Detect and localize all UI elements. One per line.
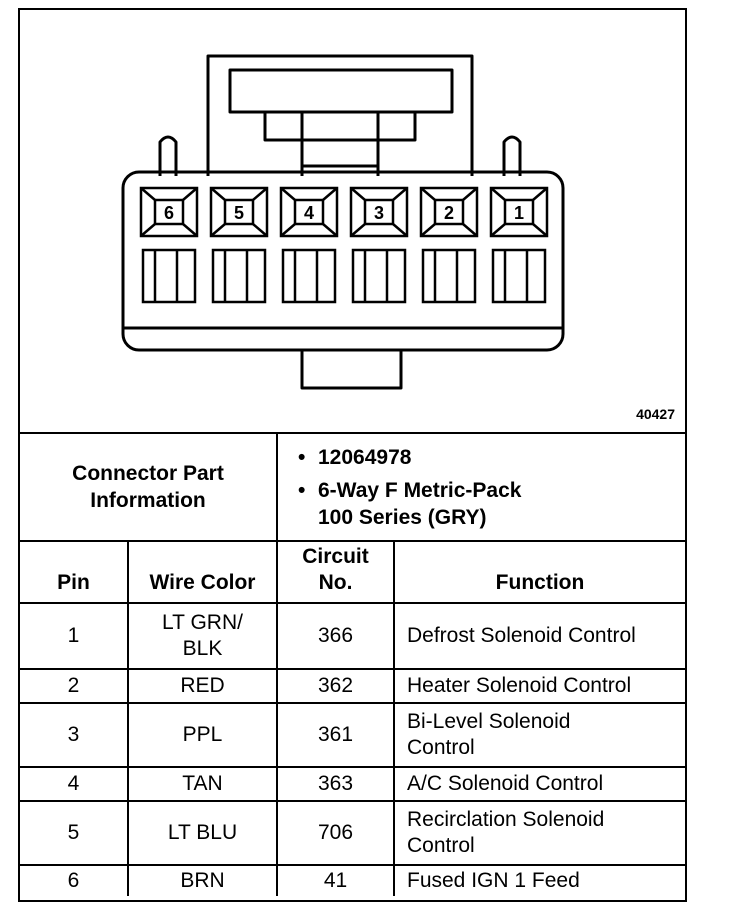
pin-function: Heater Solenoid Control <box>393 668 685 704</box>
function-line1: A/C Solenoid Control <box>407 772 604 795</box>
function-line1: Defrost Solenoid Control <box>407 624 636 647</box>
terminal-slot <box>281 248 337 304</box>
function-line1: Fused IGN 1 Feed <box>407 869 580 892</box>
pin-number: 2 <box>20 668 129 704</box>
circuit-number: 362 <box>276 668 395 704</box>
table-row: 2 RED 362 Heater Solenoid Control <box>20 668 685 704</box>
latch-tab-left <box>263 112 304 176</box>
wire-color-line1: RED <box>180 674 225 697</box>
wire-color: BRN <box>127 864 278 896</box>
wire-color-line1: BRN <box>180 869 225 892</box>
description-line2: 100 Series (GRY) <box>318 505 487 529</box>
pin-number: 3 <box>20 702 129 768</box>
function-line1: Recirclation Solenoid <box>407 808 605 831</box>
header-pin: Pin <box>20 540 129 604</box>
terminal-slot <box>421 248 477 304</box>
circuit-number: 361 <box>276 702 395 768</box>
wire-color: PPL <box>127 702 278 768</box>
wire-color-line1: TAN <box>182 772 223 795</box>
pin-function: A/C Solenoid Control <box>393 766 685 802</box>
pin-cavity <box>349 186 409 238</box>
description-line1: 6-Way F Metric-Pack <box>318 478 522 502</box>
pin-label: 1 <box>514 203 524 223</box>
table-row: 6 BRN 41 Fused IGN 1 Feed <box>20 864 685 896</box>
wire-color: RED <box>127 668 278 704</box>
connector-body <box>121 170 565 352</box>
wire-color: TAN <box>127 766 278 802</box>
pin-cavity <box>419 186 479 238</box>
connector-table: Connector Part Information 12064978 6-Wa… <box>20 432 685 896</box>
connector-part-details: 12064978 6-Way F Metric-Pack 100 Series … <box>276 432 685 542</box>
pin-number: 4 <box>20 766 129 802</box>
function-line1: Bi-Level Solenoid <box>407 710 571 733</box>
wire-color-line1: PPL <box>182 723 223 746</box>
pin-function: Fused IGN 1 Feed <box>393 864 685 896</box>
post-right <box>502 135 522 176</box>
pin-cavity <box>279 186 339 238</box>
latch-inner <box>228 68 454 114</box>
pin-label: 4 <box>304 203 314 223</box>
latch-tab-right <box>376 112 417 176</box>
pin-number: 1 <box>20 602 129 670</box>
pin-cells: 6 5 4 3 2 1 <box>139 186 549 238</box>
wire-color-line2: BLK <box>182 637 223 660</box>
part-number: 12064978 <box>298 444 685 471</box>
wire-color-line1: LT GRN/ <box>162 611 243 634</box>
circuit-number: 41 <box>276 864 395 896</box>
table-row: 4 TAN 363 A/C Solenoid Control <box>20 766 685 802</box>
pin-label: 5 <box>234 203 244 223</box>
circuit-number: 363 <box>276 766 395 802</box>
circuit-number: 706 <box>276 800 395 866</box>
part-description: 6-Way F Metric-Pack 100 Series (GRY) <box>298 477 685 531</box>
header-circuit-line2: No. <box>318 571 353 594</box>
label-line2: Information <box>90 489 206 512</box>
wire-color-line1: LT BLU <box>167 821 238 844</box>
terminal-slot <box>351 248 407 304</box>
header-wire-color: Wire Color <box>127 540 278 604</box>
pin-number: 5 <box>20 800 129 866</box>
terminal-slots <box>141 248 547 304</box>
connector-drawing: 6 5 4 3 2 1 <box>121 54 565 390</box>
post-left <box>158 135 178 176</box>
header-function: Function <box>393 540 685 604</box>
bottom-key <box>300 350 403 390</box>
terminal-slot <box>141 248 197 304</box>
connector-part-row: Connector Part Information 12064978 6-Wa… <box>20 432 685 542</box>
wire-color: LT BLU <box>127 800 278 866</box>
connector-part-label: Connector Part Information <box>20 432 278 542</box>
latch-outline <box>206 54 474 176</box>
circuit-number: 366 <box>276 602 395 670</box>
header-row: Pin Wire Color Circuit No. Function <box>20 540 685 604</box>
pin-number: 6 <box>20 864 129 896</box>
function-line2: Control <box>407 736 475 759</box>
connector-diagram: 6 5 4 3 2 1 40427 <box>20 10 685 434</box>
terminal-slot <box>211 248 267 304</box>
function-line1: Heater Solenoid Control <box>407 674 632 697</box>
wire-color: LT GRN/BLK <box>127 602 278 670</box>
figure-number: 40427 <box>636 406 675 422</box>
function-line2: Control <box>407 834 475 857</box>
pin-label: 6 <box>164 203 174 223</box>
label-line1: Connector Part <box>72 462 224 485</box>
pin-cavity <box>209 186 269 238</box>
pin-label: 2 <box>444 203 454 223</box>
terminal-slot <box>491 248 547 304</box>
pin-function: Defrost Solenoid Control <box>393 602 685 670</box>
pin-cavity <box>489 186 549 238</box>
header-circuit-line1: Circuit <box>302 545 369 568</box>
pin-label: 3 <box>374 203 384 223</box>
header-circuit: Circuit No. <box>276 540 395 604</box>
pin-cavity <box>139 186 199 238</box>
